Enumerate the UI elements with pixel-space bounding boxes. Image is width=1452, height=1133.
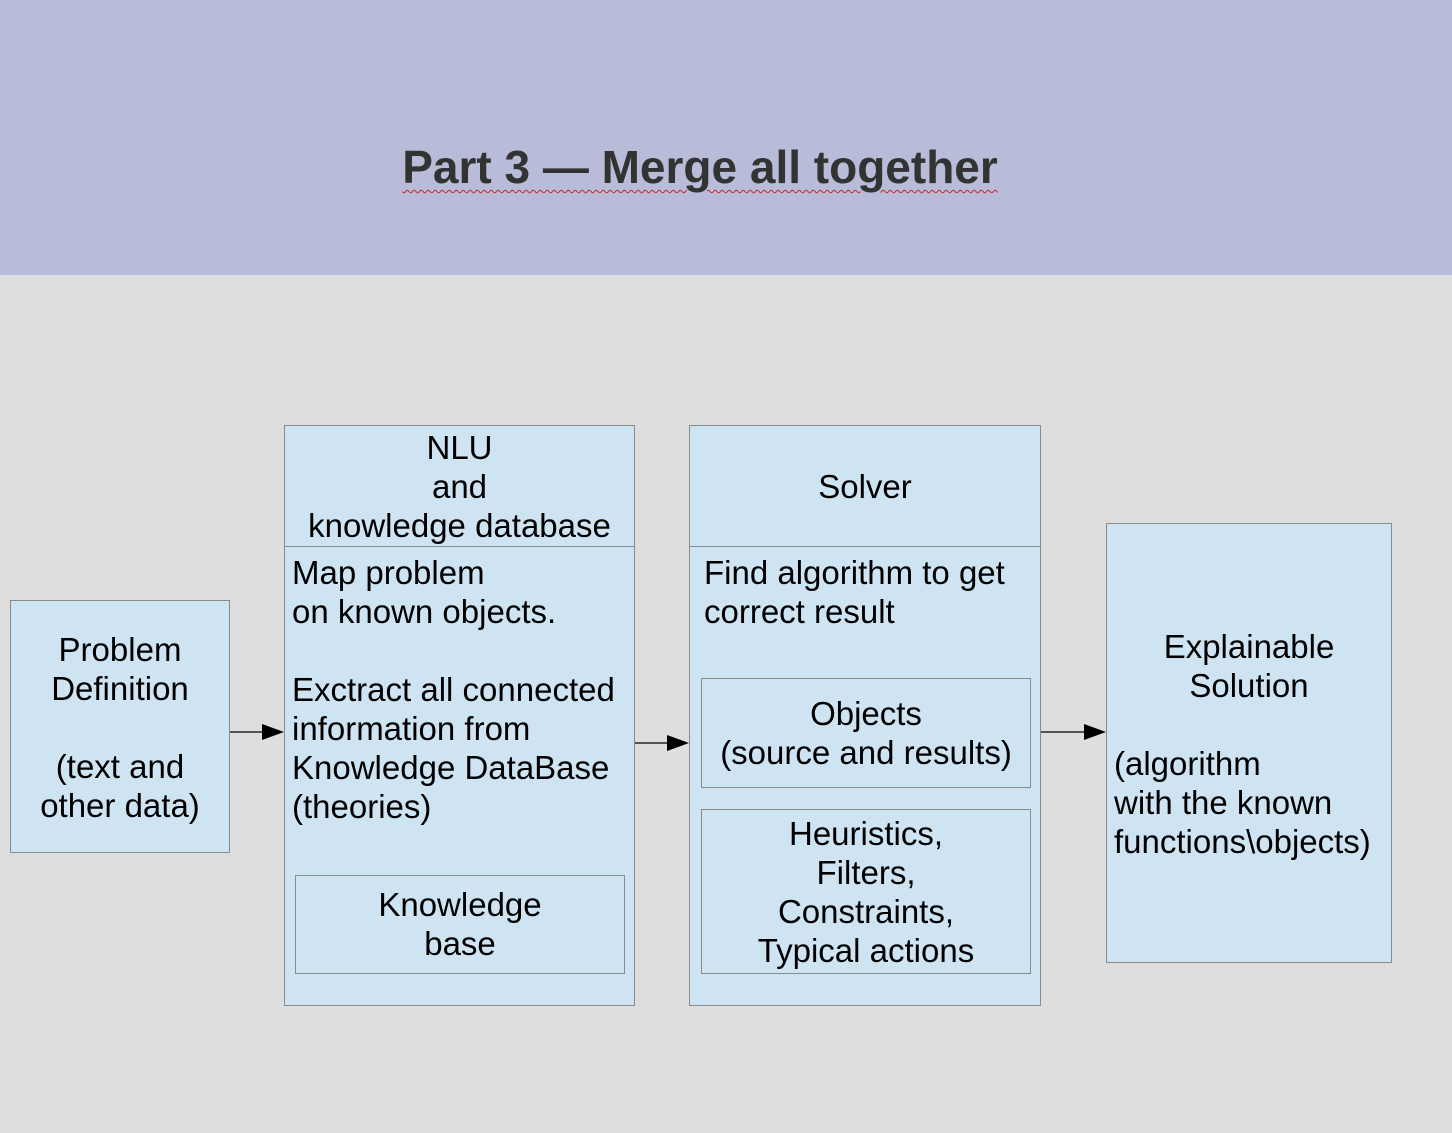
nlu-knowledge-box[interactable]: NLU and knowledge database Map problem o… [284, 425, 635, 1006]
heuristics-box[interactable]: Heuristics, Filters, Constraints, Typica… [701, 809, 1031, 974]
solution-detail: (algorithm with the known functions\obje… [1114, 745, 1371, 860]
title-banner: Part 3 — Merge all together [0, 0, 1452, 275]
problem-definition-box[interactable]: Problem Definition (text and other data) [10, 600, 230, 853]
solution-heading: Explainable Solution [1163, 628, 1335, 704]
solver-description: Find algorithm to get correct result [704, 554, 1005, 630]
solver-heading: Solver [818, 468, 912, 505]
nlu-description: Map problem on known objects. Exctract a… [292, 554, 615, 825]
page-title: Part 3 — Merge all together [402, 141, 998, 193]
arrow-problem-to-nlu [230, 724, 284, 740]
solver-box[interactable]: Solver Find algorithm to get correct res… [689, 425, 1041, 1006]
arrow-solver-to-solution [1041, 724, 1106, 740]
knowledge-base-label: Knowledge base [378, 886, 542, 962]
solver-divider [690, 546, 1040, 547]
problem-heading: Problem Definition [51, 631, 189, 707]
arrow-nlu-to-solver [635, 735, 689, 751]
objects-box[interactable]: Objects (source and results) [701, 678, 1031, 788]
objects-label: Objects (source and results) [720, 695, 1012, 771]
nlu-divider [285, 546, 634, 547]
problem-detail: (text and other data) [40, 748, 200, 824]
explainable-solution-box[interactable]: Explainable Solution (algorithm with the… [1106, 523, 1392, 963]
knowledge-base-box[interactable]: Knowledge base [295, 875, 625, 974]
nlu-heading: NLU and knowledge database [308, 429, 611, 544]
heuristics-label: Heuristics, Filters, Constraints, Typica… [757, 815, 975, 969]
